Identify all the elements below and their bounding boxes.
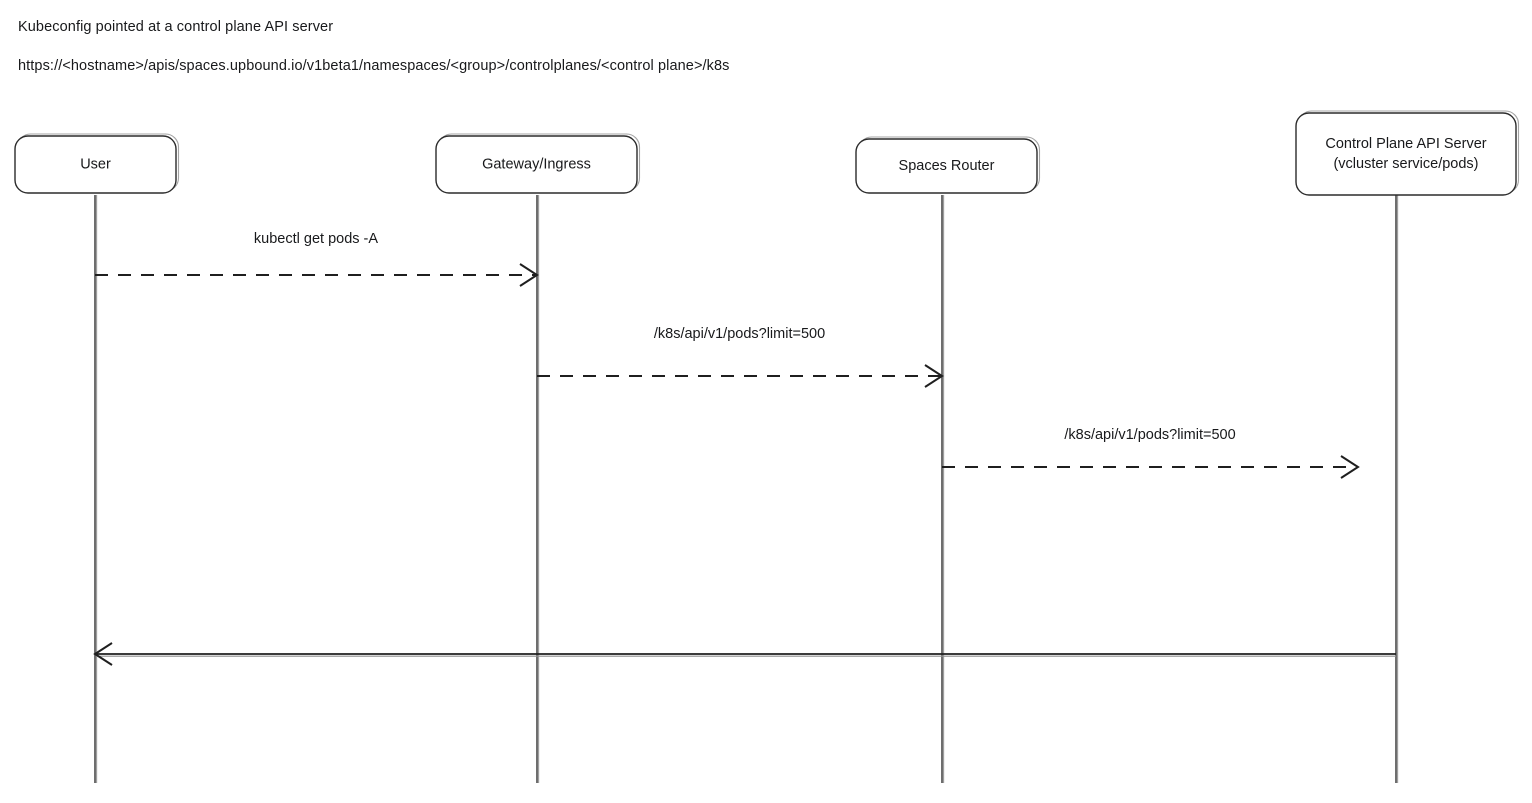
- participant-box-user: [14, 135, 177, 194]
- message-label: /k8s/api/v1/pods?limit=500: [1064, 427, 1235, 443]
- arrowhead-icon: [924, 364, 944, 388]
- participant-label-control-plane-api-server: Control Plane API Server: [1325, 136, 1486, 152]
- messages-layer: kubectl get pods -A/k8s/api/v1/pods?limi…: [93, 231, 1396, 666]
- participant-box-spaces-router: [855, 138, 1038, 194]
- lifelines-layer: [94, 195, 1399, 783]
- diagram-title: Kubeconfig pointed at a control plane AP…: [18, 19, 334, 35]
- actors-layer: User Gateway/Ingress Spaces Router Control …: [14, 110, 1520, 196]
- message-msg-gateway-to-router: /k8s/api/v1/pods?limit=500: [537, 326, 944, 388]
- kubeconfig-url: https://<hostname>/apis/spaces.upbound.i…: [18, 58, 730, 74]
- arrowhead-icon: [1340, 455, 1360, 479]
- lifeline-control-plane-api-server: [1395, 195, 1399, 783]
- participant-spaces-router[interactable]: Spaces Router: [855, 136, 1041, 194]
- participant-label-control-plane-api-server: (vcluster service/pods): [1333, 156, 1478, 172]
- participant-box-control-plane-api-server: [1295, 112, 1517, 196]
- participant-control-plane-api-server[interactable]: Control Plane API Server (vcluster servic…: [1295, 110, 1520, 196]
- lifeline-gateway: [536, 195, 540, 783]
- message-msg-router-to-apiserver: /k8s/api/v1/pods?limit=500: [942, 427, 1360, 479]
- participant-box-gateway: [435, 135, 638, 194]
- lifeline-user: [94, 195, 98, 783]
- arrowhead-icon: [519, 263, 539, 287]
- participant-user[interactable]: User: [14, 133, 180, 194]
- participant-gateway[interactable]: Gateway/Ingress: [435, 133, 641, 194]
- message-msg-response-to-user: [93, 642, 1396, 666]
- participant-label-user: User: [80, 156, 111, 172]
- participant-label-gateway: Gateway/Ingress: [482, 156, 591, 172]
- message-msg-kubectl-get-pods: kubectl get pods -A: [95, 231, 539, 287]
- message-label: kubectl get pods -A: [254, 231, 378, 247]
- lifeline-spaces-router: [941, 195, 945, 783]
- participant-label-spaces-router: Spaces Router: [899, 158, 995, 174]
- arrowhead-icon: [93, 642, 113, 666]
- message-label: /k8s/api/v1/pods?limit=500: [654, 326, 825, 342]
